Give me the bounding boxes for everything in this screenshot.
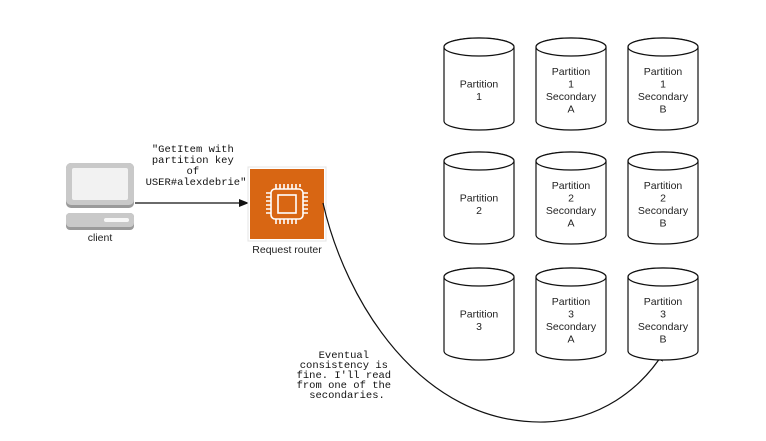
partition-label-line: Partition	[460, 78, 499, 90]
partition-label-line: Partition	[460, 308, 499, 320]
partition-label-line: Partition	[460, 192, 499, 204]
partition-label-line: A	[567, 217, 574, 229]
cylinder-top	[627, 267, 699, 287]
partition-label-line: Partition	[644, 296, 683, 308]
request-router: Request router	[247, 166, 327, 256]
desktop-computer-icon	[66, 163, 134, 230]
partition-label-line: 3	[476, 321, 482, 333]
cylinder-top	[443, 151, 515, 171]
partition-label-line: Partition	[552, 180, 591, 192]
cylinder-top	[627, 151, 699, 171]
partition-label-line: 2	[476, 205, 482, 217]
read-note: Eventual consistency is fine. I'll read …	[297, 350, 398, 402]
cylinder-top	[627, 37, 699, 57]
partition-label-line: B	[659, 333, 666, 345]
partition-label-line: Partition	[644, 66, 683, 78]
read-note-line: fine. I'll read	[297, 370, 392, 382]
partition-label-line: Secondary	[546, 321, 597, 333]
read-note-line: from one of the	[297, 380, 392, 392]
partition-label-line: Secondary	[638, 321, 689, 333]
read-arrow	[322, 202, 665, 423]
read-note-line: consistency is	[300, 360, 388, 372]
partition-label-line: Secondary	[638, 91, 689, 103]
cylinder-top	[535, 37, 607, 57]
router-tile	[250, 169, 324, 239]
request-note-line: partition key	[152, 155, 234, 167]
cylinder-top	[535, 151, 607, 171]
partition-label-line: Partition	[644, 180, 683, 192]
partition-label-line: A	[567, 103, 574, 115]
request-note: "GetItem with partition key of USER#alex…	[146, 144, 247, 189]
partition-label-line: Secondary	[546, 91, 597, 103]
router-label: Request router	[252, 244, 322, 256]
client-label: client	[88, 232, 113, 244]
partition-label-line: Secondary	[546, 205, 597, 217]
partition-label-line: Secondary	[638, 205, 689, 217]
client-computer: client	[66, 163, 134, 244]
partition-label-line: 1	[568, 78, 574, 90]
partition-label-line: B	[659, 103, 666, 115]
cylinder-top	[443, 267, 515, 287]
partition-label-line: Partition	[552, 66, 591, 78]
request-note-line: USER#alexdebrie"	[146, 177, 247, 189]
partition-label-line: 2	[568, 192, 574, 204]
read-note-line: Eventual	[319, 350, 369, 362]
partition-label-line: 1	[660, 78, 666, 90]
partition-label-line: A	[567, 333, 574, 345]
request-note-line: "GetItem with	[152, 144, 234, 156]
request-note-line: of	[187, 166, 200, 178]
read-note-line: secondaries.	[309, 390, 385, 402]
partition-label-line: 3	[660, 308, 666, 320]
partition-label-line: B	[659, 217, 666, 229]
partition-label-line: 2	[660, 192, 666, 204]
partition-grid: Partition1Partition1SecondaryAPartition1…	[443, 37, 699, 361]
cylinder-top	[535, 267, 607, 287]
processor-chip-icon	[266, 184, 308, 224]
cylinder-top	[443, 37, 515, 57]
partition-label-line: 1	[476, 91, 482, 103]
partition-label-line: Partition	[552, 296, 591, 308]
partition-label-line: 3	[568, 308, 574, 320]
